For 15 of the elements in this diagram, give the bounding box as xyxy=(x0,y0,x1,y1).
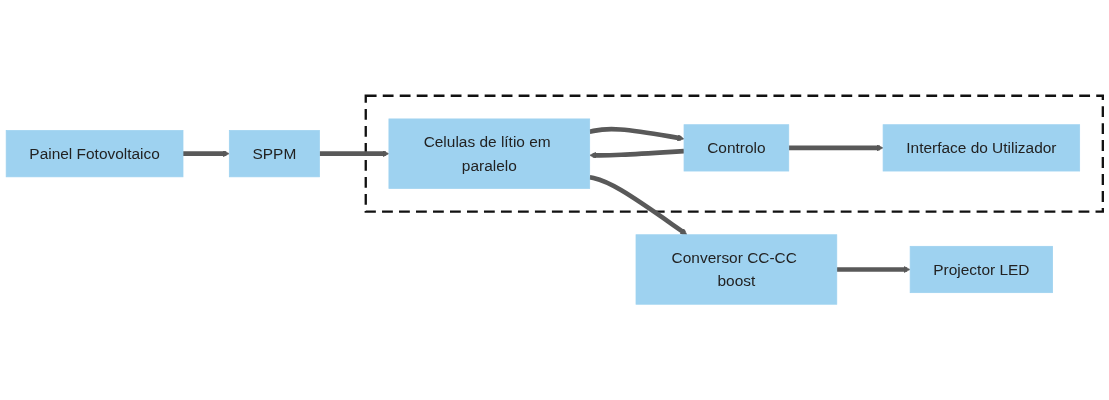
node-box: Projector LED xyxy=(909,245,1053,294)
arrow xyxy=(319,150,390,158)
cluster xyxy=(364,94,1104,213)
arrow xyxy=(589,126,685,142)
arrow xyxy=(589,174,688,236)
arrow xyxy=(788,144,884,152)
node-box: Controlo xyxy=(683,124,790,172)
node-box: Painel Fotovoltaico xyxy=(5,130,184,178)
arrow xyxy=(836,266,911,273)
node-box: Celulas de lítio em paralelo xyxy=(388,118,591,189)
node-box: Interface do Utilizador xyxy=(882,124,1081,172)
node-box: Conversor CC-CC boost xyxy=(635,234,838,305)
node-box: SPPM xyxy=(228,130,320,178)
arrow xyxy=(183,150,230,158)
arrow xyxy=(589,148,685,159)
